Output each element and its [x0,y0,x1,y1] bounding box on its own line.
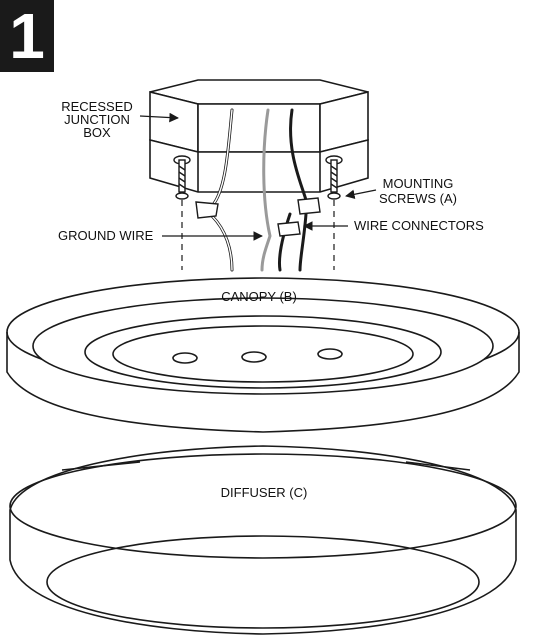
label-mounting: MOUNTING [383,176,454,191]
label-junction: JUNCTION [64,112,130,127]
label-diffuser: DIFFUSER (C) [221,485,308,500]
wire-connectors [195,197,321,237]
label-screws-a: SCREWS (A) [379,191,457,206]
canopy [6,277,520,433]
label-recessed: RECESSED [61,99,133,114]
alignment-lines [181,200,335,270]
label-box: BOX [83,125,111,140]
mounting-screws-leader [345,189,377,200]
step-number-badge: 1 [0,0,54,72]
label-wire-connectors: WIRE CONNECTORS [354,218,484,233]
label-canopy: CANOPY (B) [221,289,297,304]
mounting-screw-right [325,155,343,200]
label-ground-wire: GROUND WIRE [58,228,154,243]
leader-lines [139,112,377,241]
diffuser [9,445,517,635]
mounting-screw-left [173,155,191,200]
step-number: 1 [9,0,45,72]
junction-box-leader [139,112,179,123]
wires [210,108,308,272]
